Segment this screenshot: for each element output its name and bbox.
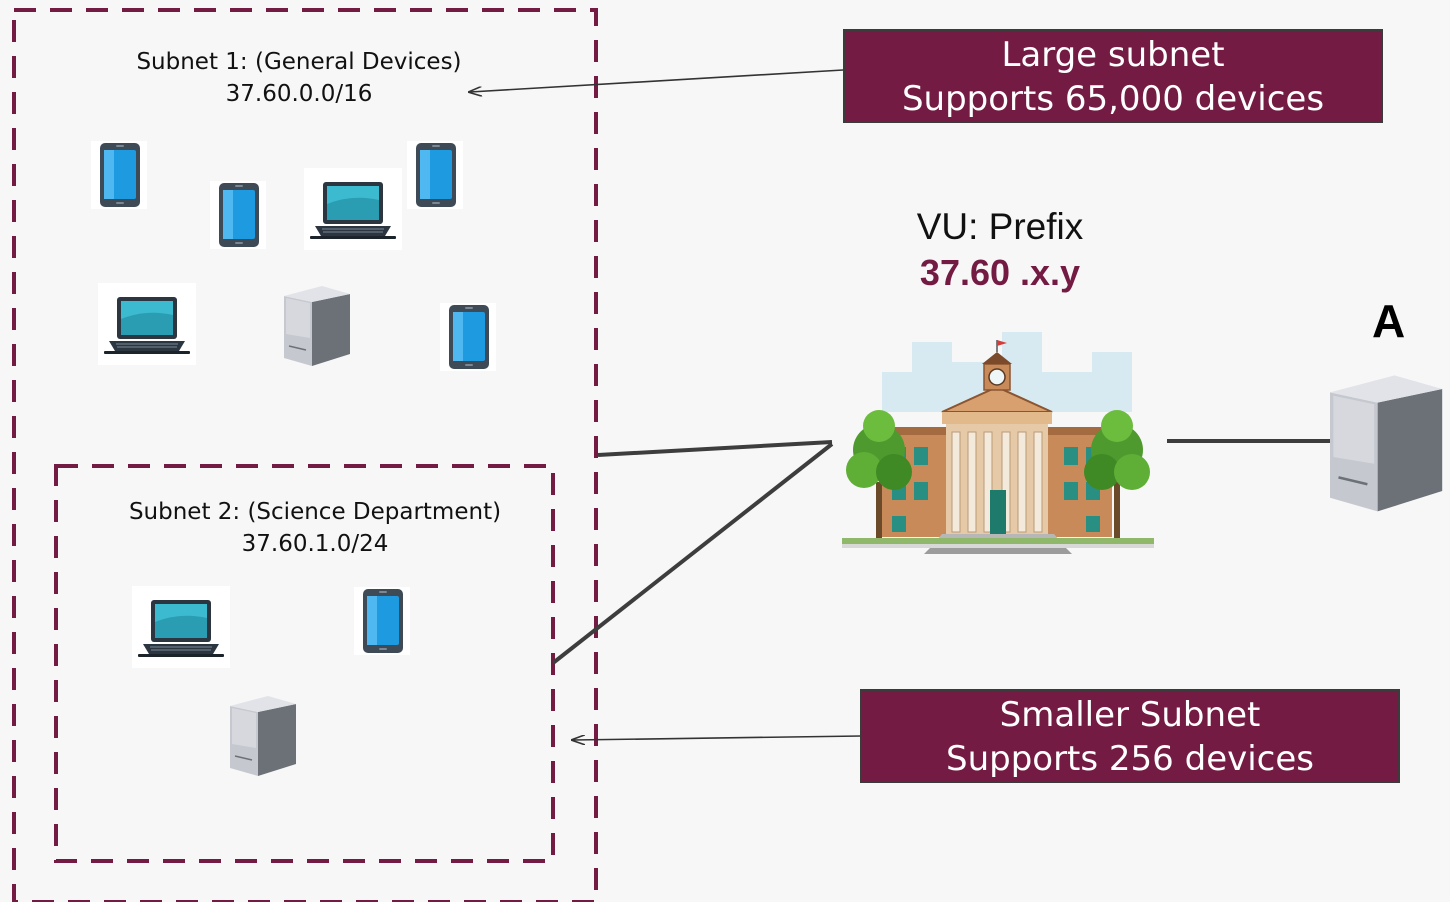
large-subnet-callout: Large subnet Supports 65,000 devices	[843, 29, 1383, 123]
link-subnet2-building	[551, 442, 834, 665]
subnet2-cidr: 37.60.1.0/24	[241, 531, 389, 557]
subnet2-boundary	[54, 464, 555, 863]
arrow-small-subnet	[573, 736, 862, 740]
server-icon	[283, 283, 351, 369]
tablet-icon	[407, 141, 463, 209]
tablet-icon	[210, 181, 266, 249]
small-subnet-callout-line1: Smaller Subnet	[999, 695, 1261, 735]
server-icon	[1328, 370, 1444, 517]
arrow-large-subnet	[470, 69, 844, 92]
tablet-icon	[354, 587, 410, 655]
laptop-icon	[303, 167, 403, 251]
link-subnet1-building	[597, 440, 833, 457]
subnet2-label: Subnet 2: (Science Department) 37.60.1.0…	[100, 496, 530, 560]
subnet1-boundary	[12, 8, 598, 902]
server-icon	[229, 693, 297, 779]
large-subnet-callout-line1: Large subnet	[1001, 35, 1225, 75]
subnet1-cidr: 37.60.0.0/16	[225, 81, 373, 107]
small-subnet-callout-line2: Supports 256 devices	[945, 739, 1315, 779]
prefix-value: 37.60 .x.y	[919, 252, 1081, 293]
laptop-icon	[131, 585, 231, 669]
subnet1-title: Subnet 1: (General Devices)	[136, 49, 462, 75]
prefix-block: VU: Prefix 37.60 .x.y	[900, 204, 1100, 296]
laptop-icon	[97, 282, 197, 366]
subnet2-title: Subnet 2: (Science Department)	[128, 499, 502, 525]
school-building-icon	[842, 332, 1154, 554]
large-subnet-callout-line2: Supports 65,000 devices	[901, 79, 1325, 119]
tablet-icon	[440, 303, 496, 371]
subnet1-label: Subnet 1: (General Devices) 37.60.0.0/16	[118, 46, 480, 110]
small-subnet-callout: Smaller Subnet Supports 256 devices	[860, 689, 1400, 783]
tablet-icon	[91, 141, 147, 209]
server-a-label: A	[1372, 295, 1406, 347]
prefix-label: VU: Prefix	[916, 206, 1084, 247]
